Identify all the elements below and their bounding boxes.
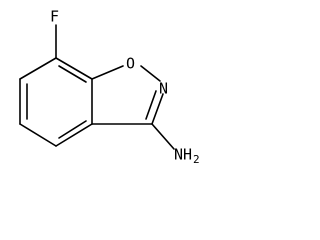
- bond-c-nh2: [151, 123, 175, 150]
- bond-c1-c2: [19, 57, 57, 80]
- amine-label: NH: [174, 146, 192, 164]
- ring-nitrogen-label: N: [159, 80, 168, 98]
- fluorine-label: F: [50, 8, 59, 26]
- bond-c6-c1: [55, 57, 93, 80]
- benzene-ring: [19, 57, 93, 147]
- isoxazole-ring: [91, 65, 164, 125]
- bond-c4-c5: [55, 123, 93, 147]
- bond-c3-c4: [19, 123, 57, 147]
- molecule-structure: F O N NH 2: [19, 8, 200, 166]
- double-bond-inner-bottom: [58, 120, 87, 139]
- bond-o-n: [140, 65, 161, 82]
- amine-subscript: 2: [193, 153, 200, 166]
- double-bond-inner-top: [58, 65, 87, 83]
- bond-n-c3: [151, 93, 164, 125]
- bond-c7a-o: [91, 65, 124, 80]
- double-bond-n-c3: [145, 90, 157, 120]
- oxygen-label: O: [126, 55, 135, 73]
